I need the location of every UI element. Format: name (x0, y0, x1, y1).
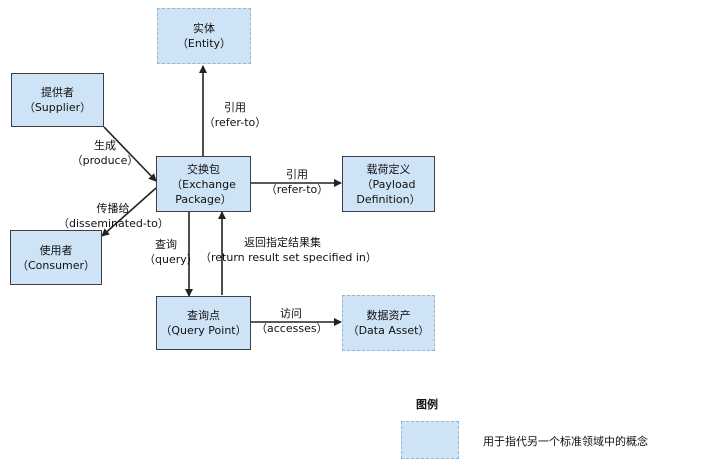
node-payload-definition: 载荷定义 （Payload Definition） (342, 156, 435, 212)
node-supplier-zh: 提供者 (41, 86, 74, 99)
label-query-zh: 查询 (155, 238, 177, 251)
label-accesses: 访问 （accesses） (256, 306, 328, 336)
label-accesses-en: （accesses） (256, 322, 328, 335)
label-produce-zh: 生成 (94, 139, 116, 152)
node-entity-en: （Entity） (176, 37, 232, 50)
edge-produce (103, 126, 157, 182)
label-return: 返回指定结果集 （return result set specified in） (200, 235, 377, 265)
node-supplier-en: （Supplier） (23, 101, 92, 114)
node-query-point-en: （Query Point） (160, 324, 247, 337)
label-refer-right-en: （refer-to） (265, 183, 329, 196)
node-payload-en2: Definition） (356, 192, 421, 206)
node-exchange-zh: 交换包 (187, 162, 220, 176)
node-supplier: 提供者 （Supplier） (11, 73, 104, 127)
legend-title: 图例 (416, 398, 438, 411)
node-entity: 实体 （Entity） (157, 8, 251, 64)
label-disseminated-en: （disseminated-to） (58, 217, 169, 230)
legend-swatch (401, 421, 459, 459)
label-produce: 生成 （produce） (68, 138, 142, 168)
label-refer-up-zh: 引用 (224, 101, 246, 114)
node-consumer: 使用者 （Consumer） (10, 230, 102, 285)
node-data-asset: 数据资产 （Data Asset） (342, 295, 435, 351)
label-disseminated: 传播给 （disseminated-to） (58, 201, 169, 231)
node-data-asset-zh: 数据资产 (366, 309, 411, 322)
node-consumer-zh: 使用者 (39, 243, 73, 257)
label-query: 查询 （query） (144, 237, 198, 267)
node-exchange-package: 交换包 （Exchange Package） (156, 156, 251, 212)
label-accesses-zh: 访问 (280, 307, 302, 320)
node-consumer-en: （Consumer） (16, 258, 96, 272)
label-refer-right: 引用 （refer-to） (265, 167, 329, 197)
label-disseminated-zh: 传播给 (96, 202, 130, 215)
label-return-zh: 返回指定结果集 (244, 236, 321, 249)
legend-description: 用于指代另一个标准领域中的概念 (483, 435, 648, 448)
node-payload-en1: （Payload (361, 177, 416, 191)
node-exchange-en2: Package） (175, 192, 232, 206)
label-refer-up: 引用 （refer-to） (203, 100, 267, 130)
node-payload-zh: 载荷定义 (366, 162, 411, 176)
label-return-en: （return result set specified in） (200, 251, 377, 264)
node-exchange-en1: （Exchange (171, 177, 236, 191)
node-query-point: 查询点 （Query Point） (156, 296, 251, 350)
edge-disseminated-to (101, 187, 157, 237)
node-query-point-zh: 查询点 (187, 309, 220, 322)
label-refer-up-en: （refer-to） (203, 116, 267, 129)
label-query-en: （query） (144, 253, 198, 266)
label-produce-en: （produce） (71, 154, 139, 167)
node-data-asset-en: （Data Asset） (347, 324, 430, 337)
label-refer-right-zh: 引用 (286, 168, 308, 181)
node-entity-zh: 实体 (193, 22, 215, 35)
